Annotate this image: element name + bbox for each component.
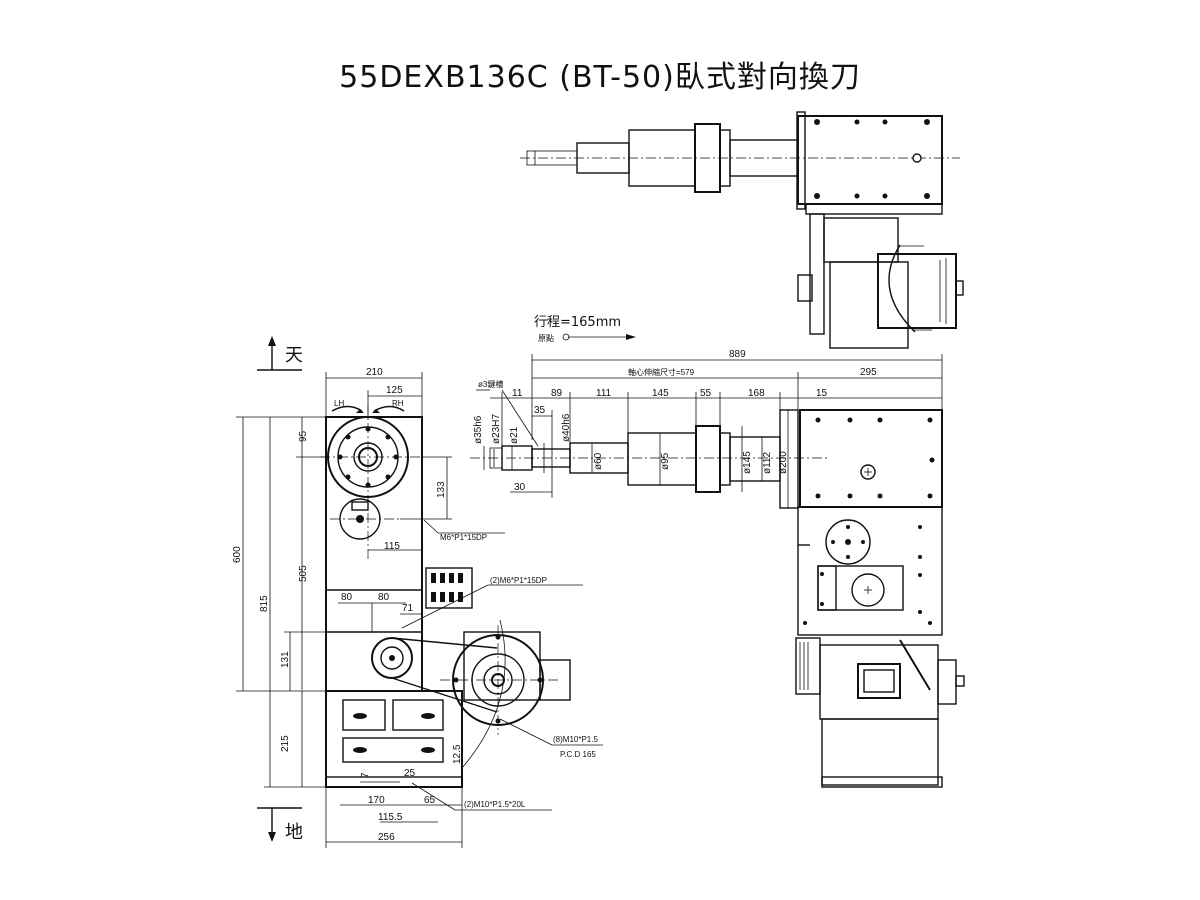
top-view <box>520 111 964 349</box>
dim-115: 115 <box>384 541 400 552</box>
note-m10-two: (2)M10*P1.5*20L <box>464 800 526 809</box>
origin-note: 原點 <box>538 333 554 343</box>
dim-256: 256 <box>378 832 395 843</box>
drawing-title: 55DEXB136C (BT-50)臥式對向換刀 <box>339 60 861 95</box>
note-m10-eight: (8)M10*P1.5 <box>553 735 598 744</box>
top-view-bolts <box>814 119 930 199</box>
ground-label: 地 <box>285 822 303 843</box>
dia-200: ø200 <box>778 451 789 474</box>
dim-168: 168 <box>748 388 765 399</box>
note-m6-double: (2)M6*P1*15DP <box>490 576 547 585</box>
side-view <box>470 409 965 788</box>
dim-145: 145 <box>652 388 669 399</box>
dim-815: 815 <box>259 595 270 612</box>
dim-170: 170 <box>368 795 385 806</box>
dim-65: 65 <box>424 795 436 806</box>
dim-295: 295 <box>860 367 877 378</box>
lh-label: LH <box>334 399 344 408</box>
dim-579: 軸心伸縮尺寸=579 <box>628 367 695 377</box>
dim-15: 15 <box>816 388 828 399</box>
dim-131: 131 <box>280 651 291 668</box>
dim-111: 111 <box>596 388 612 399</box>
dimension-lines <box>236 319 943 848</box>
dia-40h6: ø40h6 <box>561 413 572 442</box>
dim-889: 889 <box>729 349 746 360</box>
dia-35h6: ø35h6 <box>473 415 484 444</box>
dim-115-5: 115.5 <box>378 812 403 823</box>
dim-11: 11 <box>512 388 523 399</box>
stroke-note: 行程=165mm <box>534 315 621 330</box>
dia-23h7: ø23H7 <box>491 414 502 444</box>
dim-35: 35 <box>534 405 546 416</box>
terminal-block <box>431 573 463 602</box>
sky-label: 天 <box>285 345 303 366</box>
dim-30: 30 <box>514 482 526 493</box>
note-pcd: P.C.D 165 <box>560 750 596 759</box>
dia-60: ø60 <box>593 452 604 470</box>
dim-133: 133 <box>436 481 447 498</box>
dim-505: 505 <box>298 565 309 582</box>
dia-145: ø145 <box>742 451 753 474</box>
dim-215: 215 <box>280 735 291 752</box>
rh-label: RH <box>392 399 404 408</box>
dim-210: 210 <box>366 367 383 378</box>
side-view-bolts <box>815 417 935 499</box>
dia-21: ø21 <box>509 426 520 444</box>
dim-7: 7 <box>360 772 371 778</box>
dim-keyway: ø3鍵槽 <box>478 379 503 389</box>
dim-600: 600 <box>232 546 243 563</box>
note-m6-single: M6*P1*15DP <box>440 533 487 542</box>
dim-12-5: 12.5 <box>452 744 463 764</box>
dia-112: ø112 <box>762 452 773 474</box>
dim-71: 71 <box>402 603 414 614</box>
dia-95: ø95 <box>660 452 671 470</box>
dim-95: 95 <box>298 430 309 442</box>
dim-89: 89 <box>551 388 563 399</box>
dim-80a: 80 <box>341 592 353 603</box>
dim-55: 55 <box>700 388 712 399</box>
front-view: 天 地 <box>257 336 571 843</box>
dim-25: 25 <box>404 768 416 779</box>
dim-80b: 80 <box>378 592 390 603</box>
dim-125: 125 <box>386 385 403 396</box>
labels: 行程=165mm 原點 LH RH 210 125 115 80 80 71 2… <box>232 315 877 843</box>
